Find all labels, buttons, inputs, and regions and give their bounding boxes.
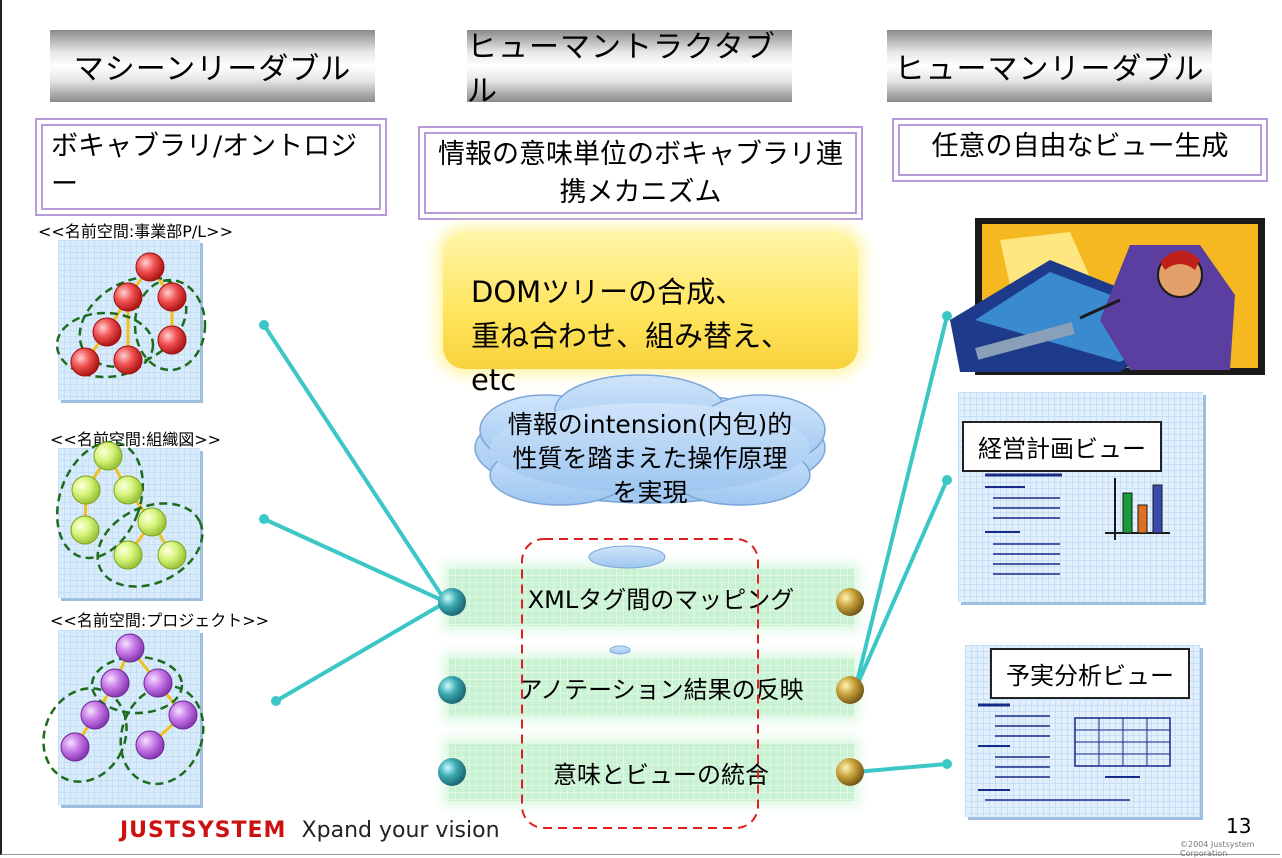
- mechanism-integration: 意味とビューの統合: [448, 743, 854, 801]
- brand-tagline: Xpand your vision: [301, 818, 500, 843]
- namespace-label-pl: <<名前空間:事業部P/L>>: [38, 222, 233, 241]
- mechanism-label: 意味とビューの統合: [553, 760, 769, 789]
- budget-analysis-contents: [978, 703, 1171, 801]
- header-human-readable: ヒューマンリーダブル: [887, 30, 1212, 102]
- vocabulary-ontology-box: ボキャブラリ/オントロジー: [35, 118, 387, 216]
- mechanism-annotation: アノテーション結果の反映: [448, 658, 854, 716]
- ontology-tree-org: [55, 440, 204, 588]
- budget-analysis-view-label: 予実分析ビュー: [990, 648, 1190, 699]
- integration-dashed-frame: [521, 538, 759, 829]
- cloud-caption: 情報のintension(内包)的 性質を踏まえた操作原理 を実現: [460, 408, 840, 510]
- dom-tree-box: DOMツリーの合成、 重ね合わせ、組み替え、etc: [443, 232, 858, 397]
- header-machine-readable: マシーンリーダブル: [50, 30, 375, 102]
- ontology-tree-project: [42, 633, 205, 786]
- page-number: 13: [1226, 814, 1252, 838]
- cloud-line1: 情報のintension(内包)的: [507, 410, 793, 439]
- copyright: ©2004 Justsystem Corporation: [1180, 840, 1255, 858]
- connector-lines: [262, 315, 949, 774]
- namespace-label-project: <<名前空間:プロジェクト>>: [50, 611, 270, 630]
- namespace-label-org: <<名前空間:組織図>>: [50, 430, 222, 449]
- cloud-shape: [474, 374, 826, 655]
- view-generation-box: 任意の自由なビュー生成: [892, 118, 1268, 182]
- dom-tree-line2: 重ね合わせ、組み替え、etc: [471, 319, 791, 397]
- cloud-line2: 性質を踏まえた操作原理: [512, 444, 788, 473]
- management-plan-contents: [985, 473, 1170, 575]
- brand-wordmark: JUSTSYSTEM: [120, 818, 287, 843]
- cloud-line3: を実現: [612, 478, 688, 507]
- mechanism-xml-mapping: XMLタグ間のマッピング: [448, 568, 854, 626]
- mechanism-label: アノテーション結果の反映: [518, 675, 804, 704]
- mechanism-box: 情報の意味単位のボキャブラリ連携メカニズム: [418, 126, 863, 220]
- designer-clipart: [950, 218, 1265, 375]
- ontology-tree-pl: [55, 252, 207, 379]
- mechanism-label: XMLタグ間のマッピング: [527, 585, 795, 614]
- bar-knobs: [438, 588, 864, 786]
- management-plan-view-label: 経営計画ビュー: [962, 421, 1162, 472]
- connector-dots: [259, 311, 952, 769]
- dom-tree-line1: DOMツリーの合成、: [471, 275, 745, 309]
- justsystem-logo: JUSTSYSTEM Xpand your vision: [120, 818, 500, 843]
